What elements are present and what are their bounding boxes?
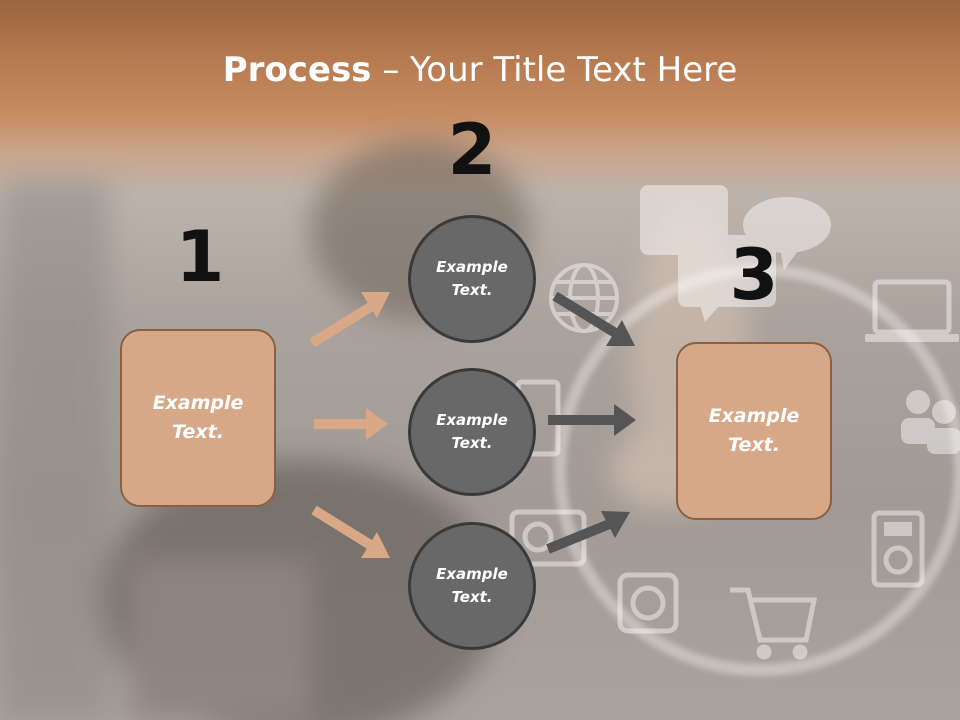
step-1-box: Example Text. xyxy=(120,329,276,507)
media-player-icon xyxy=(871,510,925,588)
step-3-text: Example Text. xyxy=(708,405,800,456)
arrow-gray-up xyxy=(546,511,630,554)
title-rest: – Your Title Text Here xyxy=(371,50,738,90)
at-sign-icon xyxy=(617,572,679,634)
step-2-circle-middle: Example Text. xyxy=(408,368,536,496)
shopping-cart-icon xyxy=(730,587,818,660)
title-bold: Process xyxy=(222,50,372,90)
arrow-gray-mid xyxy=(548,404,636,436)
laptop-icon xyxy=(865,279,959,342)
step-2-circle-bottom: Example Text. xyxy=(408,522,536,650)
step-number-3: 3 xyxy=(729,234,779,316)
circle-bottom-text: Example Text. xyxy=(436,565,508,606)
step-2-circle-top: Example Text. xyxy=(408,215,536,343)
arrow-tan-mid xyxy=(314,408,388,440)
people-icon xyxy=(901,390,960,454)
step-3-box: Example Text. xyxy=(676,342,832,520)
speech-bubble-icon xyxy=(640,185,831,322)
circle-top-text: Example Text. xyxy=(436,258,508,299)
slide-title: Process – Your Title Text Here xyxy=(0,50,960,90)
step-number-1: 1 xyxy=(175,216,225,298)
arrow-tan-down xyxy=(311,505,390,558)
step-number-2: 2 xyxy=(447,109,497,191)
step-1-text: Example Text. xyxy=(152,392,244,443)
circle-middle-text: Example Text. xyxy=(436,411,508,452)
arrow-tan-up xyxy=(309,292,390,348)
arrow-gray-down xyxy=(552,291,635,346)
